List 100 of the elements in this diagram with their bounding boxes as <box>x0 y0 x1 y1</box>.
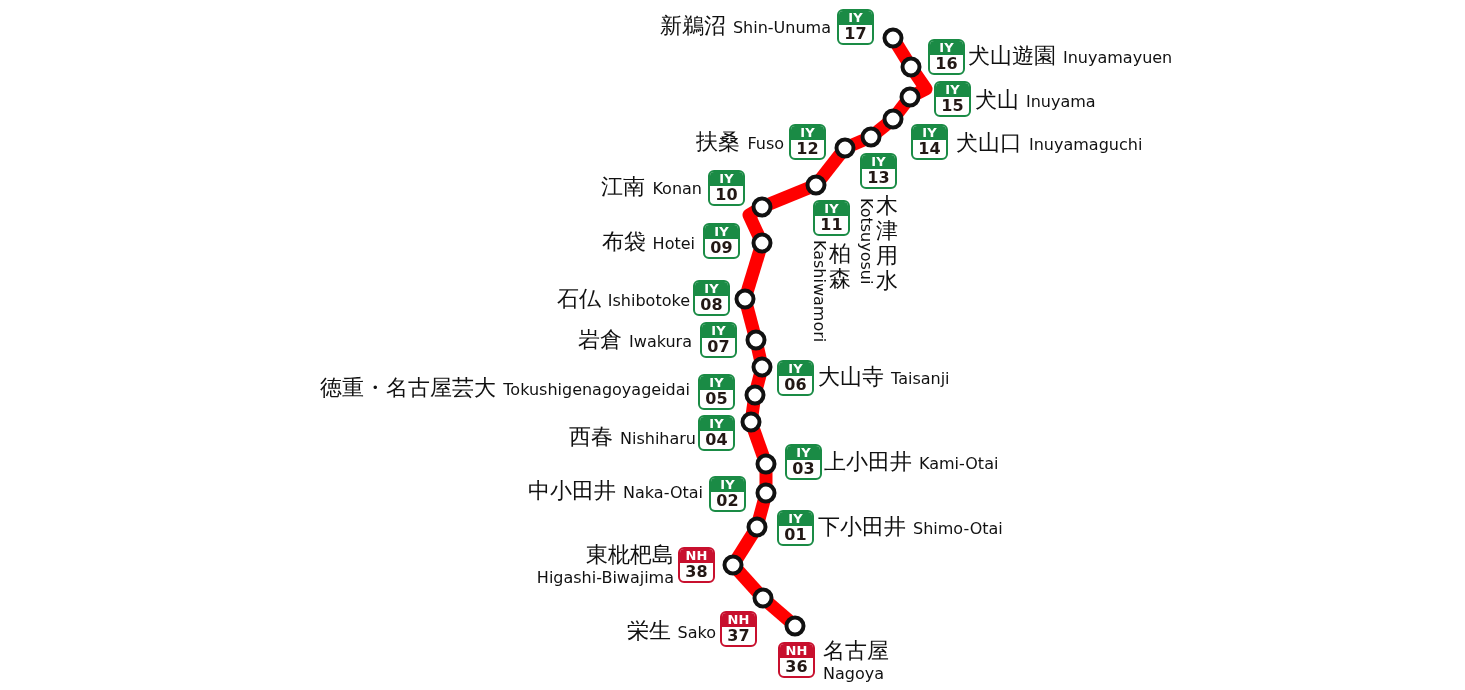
station-name-romaji: Shimo-Otai <box>913 519 1003 539</box>
station-circle <box>834 137 856 159</box>
station-circle <box>734 288 756 310</box>
station-name-romaji: Iwakura <box>629 332 692 352</box>
station-circle <box>755 482 777 504</box>
station-number: 16 <box>934 55 959 73</box>
station-circle <box>752 587 774 609</box>
line-code: IY <box>936 83 969 97</box>
station-name-romaji: Tokushigenagoyageidai <box>503 380 690 400</box>
line-code: IY <box>710 172 743 186</box>
station-number: 15 <box>940 97 965 115</box>
station-name: 下小田井 <box>818 514 906 540</box>
station-circle <box>751 232 773 254</box>
station-number-badge <box>720 611 757 647</box>
station-number-badge <box>813 200 850 236</box>
station-name-romaji: Inuyamayuen <box>1063 48 1173 68</box>
station-number-badge <box>911 124 948 160</box>
station-number-badge <box>709 476 746 512</box>
station-name: 犬山 <box>975 87 1019 113</box>
station-name-romaji: Sako <box>677 623 716 643</box>
line-code: IY <box>705 225 738 239</box>
station-name-romaji: Kashiwamori <box>809 240 829 343</box>
station-name-romaji: Kami-Otai <box>919 454 999 474</box>
track-line <box>747 427 770 459</box>
line-code: IY <box>787 446 820 460</box>
station-number: 17 <box>843 25 868 43</box>
station-name-romaji: Nishiharu <box>620 429 696 449</box>
station-name: 犬山遊園 <box>968 43 1056 69</box>
track-line <box>891 41 913 64</box>
station-circle <box>755 453 777 475</box>
station-name: 中小田井 <box>528 478 617 504</box>
line-code: IY <box>779 512 812 526</box>
station-name-romaji: Taisanji <box>891 369 950 389</box>
line-code: IY <box>791 126 824 140</box>
station-circle <box>751 196 773 218</box>
station-number: 11 <box>819 216 844 234</box>
station-number-badge <box>928 39 965 75</box>
line-code: IY <box>815 202 848 216</box>
station-number-badge <box>777 510 814 546</box>
station-name: 布袋 <box>601 229 646 255</box>
line-code: IY <box>930 41 963 55</box>
station-circle <box>746 516 768 538</box>
track-line <box>731 530 759 562</box>
station-name-romaji: Higashi-Biwajima <box>536 568 674 588</box>
station-circle <box>784 615 806 637</box>
station-number: 36 <box>784 658 809 676</box>
station-circle <box>860 126 882 148</box>
station-name-romaji: Inuyama <box>1026 92 1096 112</box>
station-number: 12 <box>795 140 820 158</box>
station-number-badge <box>785 444 822 480</box>
station-circle <box>745 329 767 351</box>
line-code: IY <box>779 362 812 376</box>
station-number: 06 <box>783 376 808 394</box>
station-number-badge <box>777 360 814 396</box>
line-code: IY <box>700 376 733 390</box>
line-code: IY <box>700 417 733 431</box>
station-circle <box>740 411 762 433</box>
station-circle <box>722 554 744 576</box>
station-circle <box>900 56 922 78</box>
line-code: IY <box>913 126 946 140</box>
station-name: 栄生 <box>626 618 671 644</box>
station-name-romaji: Fuso <box>747 134 784 154</box>
station-circle <box>805 174 827 196</box>
station-circle <box>744 384 766 406</box>
station-number-badge <box>698 415 735 451</box>
track-line <box>766 182 812 210</box>
station-circle <box>882 27 904 49</box>
station-name-romaji: Nagoya <box>823 664 884 684</box>
track-line <box>910 69 933 100</box>
station-number: 09 <box>709 239 734 257</box>
station-number-badge <box>708 170 745 206</box>
station-number-badge <box>860 153 897 189</box>
station-number: 01 <box>783 526 808 544</box>
station-number: 38 <box>684 563 709 581</box>
station-number: 02 <box>715 492 740 510</box>
track-line <box>741 248 766 294</box>
station-number-badge <box>778 642 815 678</box>
station-number-badge <box>789 124 826 160</box>
station-name-romaji: Ishibotoke <box>607 291 690 311</box>
station-name: 江南 <box>601 174 646 200</box>
track-line <box>740 305 761 334</box>
line-code: IY <box>839 11 872 25</box>
line-code: IY <box>711 478 744 492</box>
station-circle <box>751 356 773 378</box>
station-number: 04 <box>704 431 729 449</box>
station-name: 扶桑 <box>696 129 741 155</box>
station-name: 岩倉 <box>578 327 623 353</box>
line-code: NH <box>722 613 755 627</box>
station-name: 大山寺 <box>818 364 884 390</box>
station-number: 14 <box>917 140 942 158</box>
station-name: 柏森 <box>829 241 851 291</box>
station-circle <box>882 108 904 130</box>
station-name-romaji: Hotei <box>652 234 695 254</box>
station-name: 犬山口 <box>956 130 1022 156</box>
station-name: 新鵜沼 <box>659 13 726 39</box>
station-number-badge <box>698 374 735 410</box>
station-number: 08 <box>699 296 724 314</box>
station-number: 07 <box>706 338 731 356</box>
station-number: 05 <box>704 390 729 408</box>
line-code: IY <box>702 324 735 338</box>
